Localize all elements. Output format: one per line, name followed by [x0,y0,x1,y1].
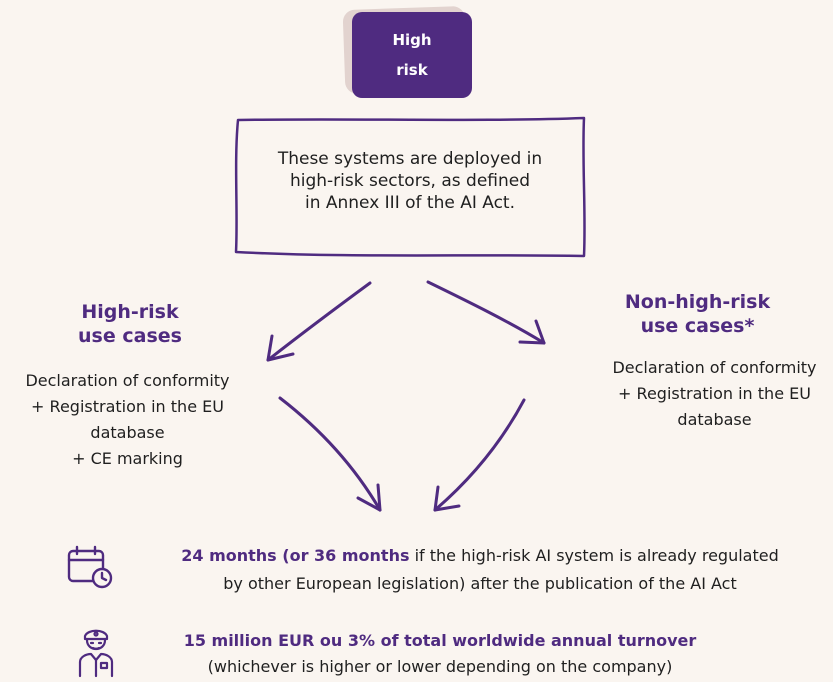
timeline-text: 24 months (or 36 months if the high-risk… [140,542,820,598]
timeline-line-2: by other European legislation) after the… [223,574,737,593]
penalty-line-2: (whichever is higher or lower depending … [207,657,673,676]
officer-icon [78,629,114,678]
high-risk-heading-line-1: High-risk [81,301,179,323]
arrow-to-high-risk [266,281,372,362]
non-high-risk-heading-line-2: use cases* [640,315,755,337]
high-risk-requirements: Declaration of conformity + Registration… [0,368,255,472]
arrow-right-to-obligations [433,398,526,512]
timeline-bold: 24 months (or 36 months [181,546,410,565]
high-risk-heading-line-2: use cases [78,325,182,347]
high-risk-heading: High-risk use cases [40,300,220,348]
timeline-line-1: 24 months (or 36 months if the high-risk… [140,542,820,570]
calendar-clock-icon [67,545,113,589]
timeline-rest: if the high-risk AI system is already re… [409,546,779,565]
description-line-1: These systems are deployed in [277,149,543,169]
list-item: + Registration in the EU [618,384,811,403]
badge-line-1: High [392,31,432,49]
list-item: Declaration of conformity [612,358,817,377]
description-line-3: in Annex III of the AI Act. [304,193,516,213]
non-high-risk-heading: Non-high-risk use cases* [590,290,805,338]
non-high-risk-heading-line-1: Non-high-risk [624,291,771,313]
arrow-left-to-obligations [278,396,382,512]
list-item: + CE marking [72,449,183,468]
description-text: These systems are deployed in high-risk … [230,148,590,214]
description-box [234,116,586,258]
list-item: database [90,423,165,442]
arrow-to-non-high-risk [426,280,546,345]
list-item: + Registration in the EU [31,397,224,416]
badge-line-2: risk [396,61,428,79]
description-line-2: high-risk sectors, as defined [289,171,531,191]
list-item: Declaration of conformity [25,371,230,390]
risk-level-badge: High risk [352,12,472,98]
penalty-text: 15 million EUR ou 3% of total worldwide … [140,628,740,680]
non-high-risk-requirements: Declaration of conformity + Registration… [596,355,833,433]
penalty-bold: 15 million EUR ou 3% of total worldwide … [183,631,697,650]
list-item: database [677,410,752,429]
